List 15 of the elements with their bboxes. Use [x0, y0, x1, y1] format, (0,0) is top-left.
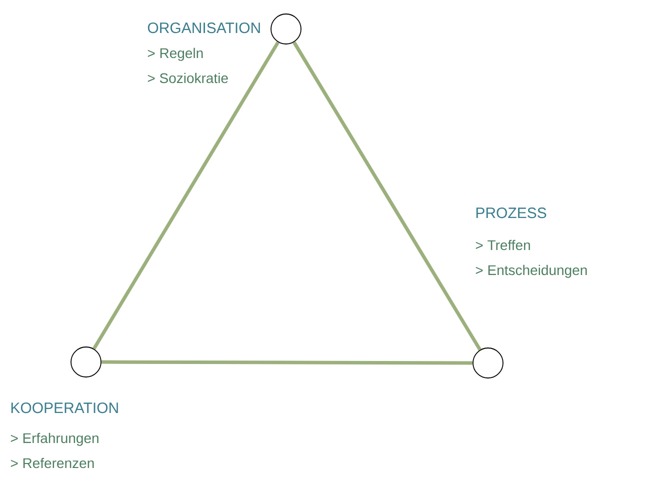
connector-line	[101, 360, 473, 365]
vertex-circle	[472, 348, 504, 378]
list-item: > Referenzen	[10, 458, 94, 468]
connector-line	[92, 41, 280, 350]
list-item: > Soziokratie	[148, 72, 228, 84]
list-item: > Erfahrungen	[10, 432, 98, 446]
vertex-circle	[70, 346, 102, 378]
vertex-circle	[270, 14, 302, 44]
heading-text: ORGANISATION	[148, 22, 260, 34]
connector-line	[292, 41, 482, 351]
heading-text: KOOPERATION	[11, 402, 118, 414]
heading-text: PROZESS	[476, 208, 546, 218]
list-item: > Treffen	[476, 240, 530, 250]
list-item: > Entscheidungen	[476, 264, 587, 278]
list-item: > Regeln	[148, 48, 203, 61]
